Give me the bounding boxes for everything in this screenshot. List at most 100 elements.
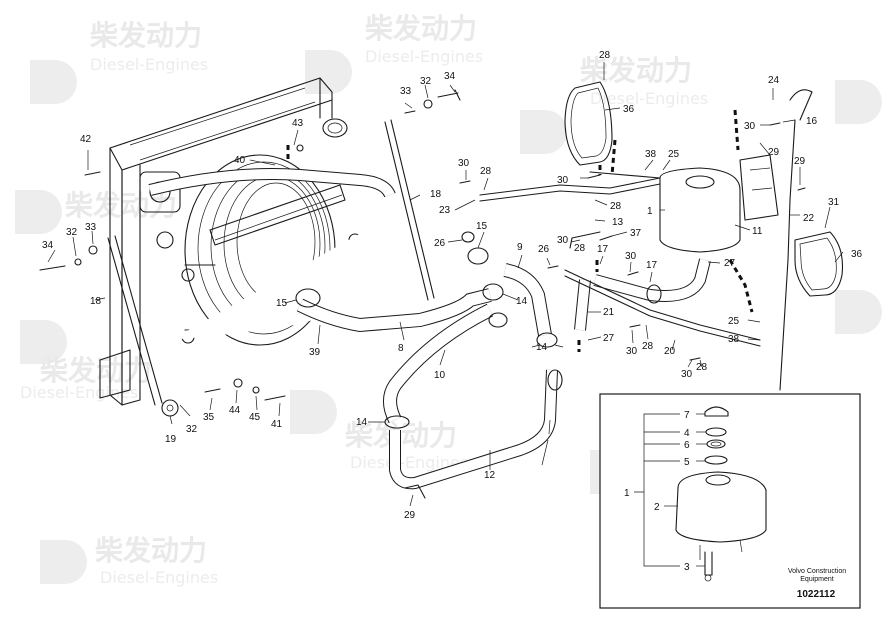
watermark-mark: 柴发动力 Diesel-Engines	[40, 534, 218, 587]
callout-3: 3	[684, 562, 690, 573]
callout-29: 29	[794, 156, 806, 167]
callout-30: 30	[626, 346, 638, 357]
callout-30: 30	[458, 158, 470, 169]
callout-1: 1	[624, 488, 630, 499]
callout-30: 30	[681, 369, 693, 380]
callout-22: 22	[803, 213, 815, 224]
callout-34: 34	[444, 71, 456, 82]
callout-36: 36	[851, 249, 863, 260]
watermark-text-en: Diesel-Engines	[365, 47, 483, 66]
watermark-text-en: Diesel-Engines	[590, 89, 708, 108]
cap-7	[704, 406, 729, 417]
callout-36: 36	[623, 104, 635, 115]
expansion-tank	[659, 154, 779, 253]
callout-4: 4	[684, 428, 690, 439]
callout-40: 40	[234, 155, 246, 166]
dash-lines	[286, 109, 754, 352]
callout-30: 30	[625, 251, 637, 262]
callout-9: 9	[517, 242, 523, 253]
callout-6: 6	[684, 440, 690, 451]
callout-18: 18	[90, 296, 102, 307]
callout-33: 33	[85, 222, 97, 233]
watermark-text-cn: 柴发动力	[40, 354, 152, 387]
watermark-text-en: Diesel-Engines	[90, 55, 208, 74]
inset-detail: 7 4 6 5 1 2 3 Volvo Construction Equipme…	[599, 393, 861, 609]
hose-10	[383, 303, 494, 424]
tank-bracket	[739, 154, 779, 221]
callout-32: 32	[66, 227, 78, 238]
callout-27: 27	[603, 333, 615, 344]
watermark-mark: 柴发动力 Diesel-Engines	[20, 320, 152, 402]
callout-13: 13	[612, 217, 624, 228]
leader-lines	[47, 62, 844, 507]
brand-line-1: Volvo Construction	[788, 568, 846, 575]
callout-26: 26	[538, 244, 550, 255]
inlet-flange	[139, 171, 181, 213]
callout-34: 34	[42, 240, 54, 251]
watermark-text-cn: 柴发动力	[345, 419, 457, 452]
callout-7: 7	[684, 410, 690, 421]
hose-right	[593, 258, 711, 302]
line-20	[564, 269, 761, 347]
callout-28: 28	[599, 50, 611, 61]
callout-1: 1	[647, 206, 653, 217]
watermark-text-cn: 柴发动力	[580, 54, 692, 87]
callout-23: 23	[439, 205, 451, 216]
pipe-upper	[479, 171, 661, 202]
callouts: 28 36 24 30 16 38 25 29 29 1 22 31 11 36…	[42, 50, 863, 521]
callout-38: 38	[645, 149, 657, 160]
callout-12: 12	[484, 470, 496, 481]
callout-43: 43	[292, 118, 304, 129]
callout-28: 28	[574, 243, 586, 254]
watermark-text-en: Diesel-Engines	[20, 383, 138, 402]
pipe-12	[389, 369, 558, 490]
watermark-mark: 柴发动力	[15, 189, 177, 234]
watermark-text-cn: 柴发动力	[90, 19, 202, 52]
watermark-mark: 柴发动力 Diesel-Engines	[520, 54, 708, 154]
reference-number: 1022112	[797, 589, 836, 600]
callout-41: 41	[271, 419, 283, 430]
callout-28: 28	[696, 362, 708, 373]
bolts	[39, 89, 806, 499]
dipstick-22	[779, 89, 813, 391]
callout-25: 25	[728, 316, 740, 327]
watermark-text-cn: 柴发动力	[365, 12, 477, 45]
callout-29: 29	[768, 147, 780, 158]
callout-21: 21	[603, 307, 615, 318]
callout-5: 5	[684, 457, 690, 468]
callout-28: 28	[610, 201, 622, 212]
callout-32: 32	[186, 424, 198, 435]
callout-15: 15	[276, 298, 288, 309]
watermark-text-en: Diesel-Engines	[350, 453, 468, 472]
callout-45: 45	[249, 412, 261, 423]
callout-15: 15	[476, 221, 488, 232]
callout-17: 17	[597, 244, 609, 255]
callout-38: 38	[728, 334, 740, 345]
strap-36-lower	[794, 231, 844, 297]
filler-neck	[322, 118, 348, 138]
callout-44: 44	[229, 405, 241, 416]
callout-42: 42	[80, 134, 92, 145]
callout-10: 10	[434, 370, 446, 381]
strap-36-upper	[564, 81, 613, 166]
callout-30: 30	[557, 235, 569, 246]
callout-20: 20	[664, 346, 676, 357]
brand-line-2: Equipment	[800, 576, 834, 583]
watermark-mark: 柴发动力 Diesel-Engines	[290, 390, 468, 472]
callout-18: 18	[430, 189, 442, 200]
hose-8	[296, 288, 492, 333]
hose-39	[179, 224, 384, 339]
callout-8: 8	[398, 343, 404, 354]
callout-32: 32	[420, 76, 432, 87]
hose-9	[503, 263, 552, 337]
callout-39: 39	[309, 347, 321, 358]
callout-14: 14	[536, 342, 548, 353]
callout-30: 30	[557, 175, 569, 186]
hose-upper	[148, 168, 396, 198]
tank-cap	[685, 175, 715, 189]
callout-27: 27	[724, 258, 736, 269]
callout-19: 19	[165, 434, 177, 445]
callout-25: 25	[668, 149, 680, 160]
callout-2: 2	[654, 502, 660, 513]
